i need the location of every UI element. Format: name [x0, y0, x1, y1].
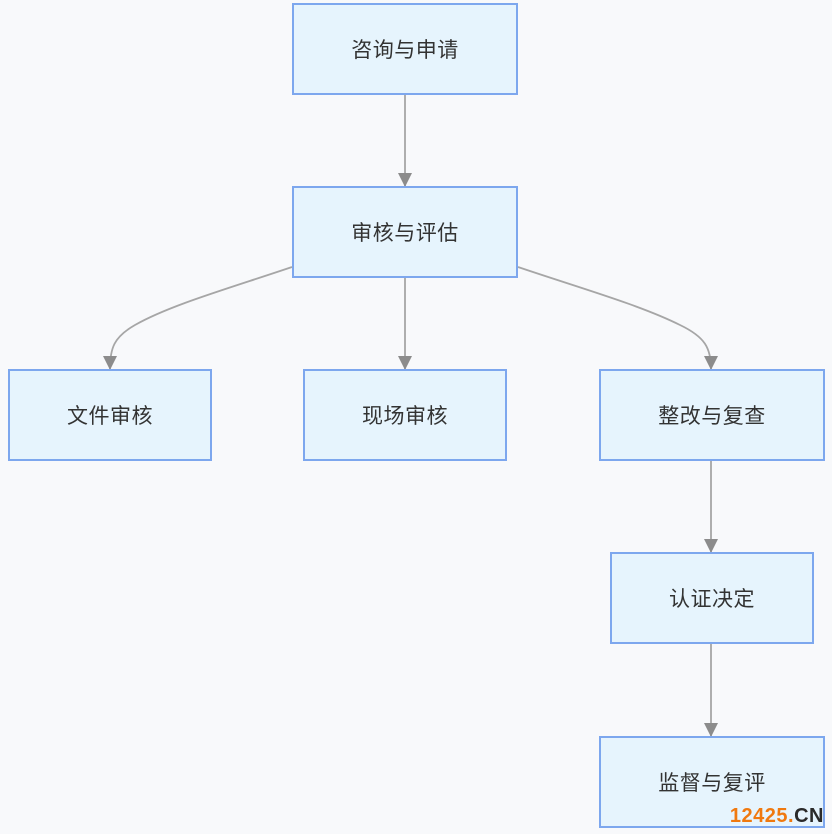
node-label: 审核与评估	[351, 221, 459, 245]
node-label: 认证决定	[669, 587, 755, 611]
node-document-review: 文件审核	[8, 369, 212, 461]
node-label: 文件审核	[67, 404, 153, 428]
node-certification-decision: 认证决定	[610, 552, 814, 644]
node-supervise-reassess: 监督与复评	[599, 736, 825, 828]
watermark-dot: .	[788, 805, 795, 827]
node-rectify-recheck: 整改与复查	[599, 369, 825, 461]
edge-review-to-doc-review	[103, 266, 293, 370]
node-review-assess: 审核与评估	[292, 186, 518, 278]
node-label: 监督与复评	[658, 771, 766, 795]
watermark-tld: CN	[794, 805, 824, 827]
site-watermark: 12425.CN	[730, 805, 824, 828]
edge-review-to-rectify	[517, 266, 718, 370]
node-label: 咨询与申请	[351, 38, 459, 62]
node-label: 整改与复查	[658, 404, 766, 428]
node-site-review: 现场审核	[303, 369, 507, 461]
watermark-number: 12425	[729, 805, 789, 827]
node-label: 现场审核	[362, 404, 448, 428]
node-consult-apply: 咨询与申请	[292, 3, 518, 95]
